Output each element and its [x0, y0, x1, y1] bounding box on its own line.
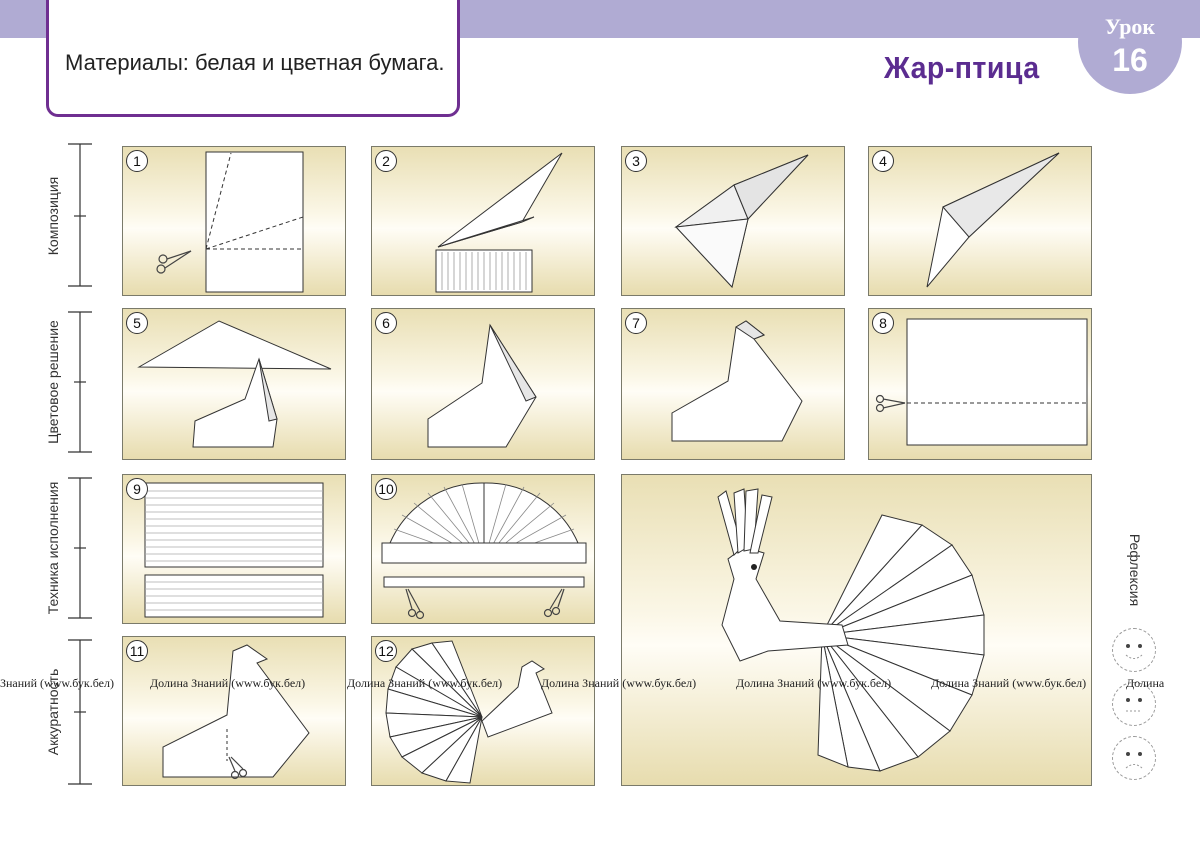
watermark: Знаний (www.бук.бел)	[0, 676, 114, 690]
bird-eye	[751, 564, 757, 570]
criterion-technique: Техника исполнения	[45, 481, 61, 615]
step-panel-9: 9	[122, 474, 346, 624]
page-title: Жар-птица	[884, 50, 1040, 85]
neutral-face-icon[interactable]	[1112, 682, 1156, 726]
watermark: Долина Знаний (www.бук.бел)	[736, 676, 892, 690]
paper-strips-illustration	[144, 482, 324, 618]
step-panel-3: 3	[621, 146, 845, 296]
step-number: 10	[375, 478, 397, 500]
scissors-icon	[228, 756, 248, 780]
smile-face-icon[interactable]	[1112, 628, 1156, 672]
step-panel-final-firebird	[621, 474, 1092, 786]
step-number: 5	[126, 312, 148, 334]
step-number: 3	[625, 150, 647, 172]
lesson-badge: Урок 16	[1078, 0, 1182, 94]
step-panel-1: 1	[122, 146, 346, 296]
fold-illustration	[137, 320, 332, 448]
step-panel-8: 8	[868, 308, 1092, 460]
step-number: 8	[872, 312, 894, 334]
lesson-number: 16	[1112, 42, 1148, 78]
watermark: Долина Знаний (www.бук.бел)	[150, 676, 306, 690]
fold-illustration	[427, 323, 537, 448]
paper-cut-illustration	[156, 151, 304, 293]
watermark: Долина Знаний (www.бук.бел)	[541, 676, 697, 690]
firebird-illustration	[717, 488, 985, 772]
step-number: 12	[375, 640, 397, 662]
step-panel-12: 12	[371, 636, 595, 786]
step-panel-11: 11	[122, 636, 346, 786]
criterion-composition: Композиция	[45, 176, 61, 256]
step-panel-10: 10	[371, 474, 595, 624]
step-panel-2: 2	[371, 146, 595, 296]
firebird-side-illustration	[385, 640, 553, 784]
sad-face-icon[interactable]	[1112, 736, 1156, 780]
step-number: 11	[126, 640, 148, 662]
fan-illustration	[381, 482, 587, 620]
paper-cut-illustration	[875, 318, 1088, 446]
criteria-scale	[68, 143, 92, 785]
scissors-icon	[156, 250, 192, 274]
lesson-word: Урок	[1104, 14, 1156, 39]
step-panel-5: 5	[122, 308, 346, 460]
materials-text: Материалы: белая и цветная бумага.	[65, 50, 445, 75]
fold-illustration	[435, 152, 563, 293]
materials-box: Материалы: белая и цветная бумага.	[46, 0, 460, 117]
step-panel-4: 4	[868, 146, 1092, 296]
fold-illustration	[926, 152, 1060, 288]
step-number: 9	[126, 478, 148, 500]
reflection-label: Рефлексия	[1127, 533, 1143, 607]
watermark: Долина	[1126, 676, 1165, 690]
watermark: Долина Знаний (www.бук.бел)	[347, 676, 503, 690]
step-number: 1	[126, 150, 148, 172]
step-panel-6: 6	[371, 308, 595, 460]
step-number: 6	[375, 312, 397, 334]
step-number: 7	[625, 312, 647, 334]
step-panel-7: 7	[621, 308, 845, 460]
step-number: 2	[375, 150, 397, 172]
criterion-color-solution: Цветовое решение	[45, 320, 61, 444]
scissors-icon	[875, 394, 906, 413]
fold-illustration	[674, 154, 809, 289]
watermark: Долина Знаний (www.бук.бел)	[931, 676, 1087, 690]
scissors-icon	[405, 588, 565, 620]
step-number: 4	[872, 150, 894, 172]
fold-illustration	[162, 644, 310, 780]
fold-illustration	[671, 320, 803, 442]
